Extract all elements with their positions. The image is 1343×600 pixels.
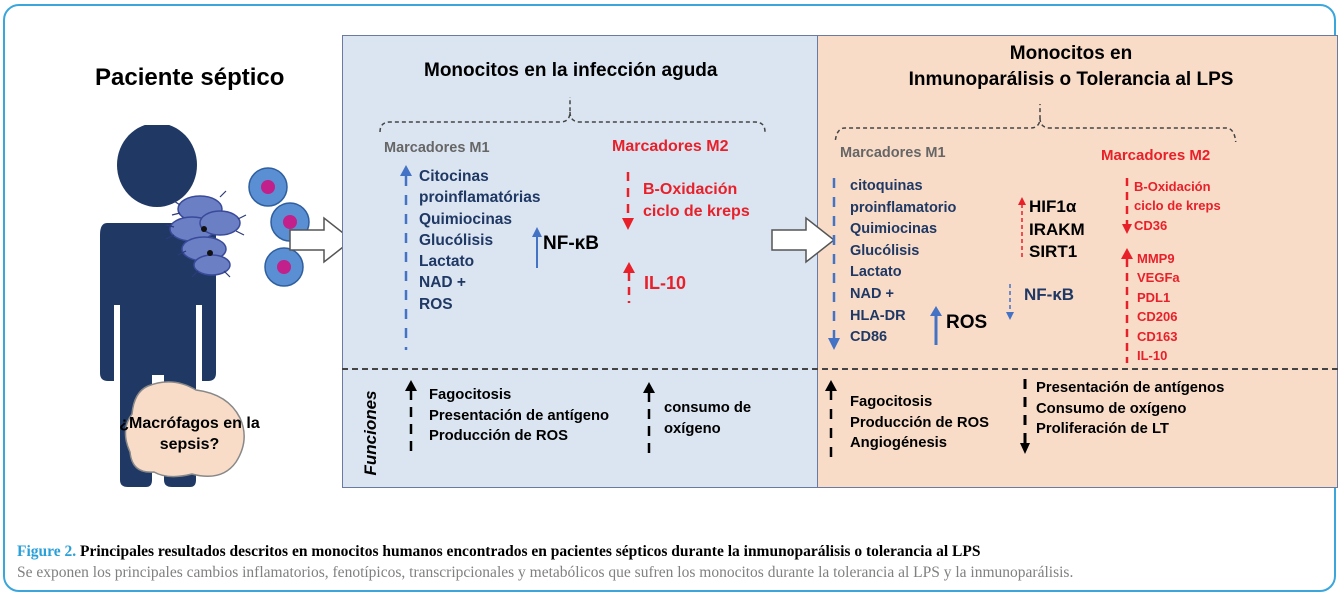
list-item: Lactato [850, 264, 902, 281]
tolerance-m1-down-arrow-icon [828, 178, 840, 350]
list-item: B-Oxidación [1134, 179, 1211, 194]
list-item: Consumo de oxígeno [1036, 400, 1187, 417]
list-item: NAD + [419, 274, 466, 292]
list-item: Presentación de antígeno [429, 407, 610, 424]
tolerance-ros: ROS [946, 312, 988, 333]
caption-title-text: Principales resultados descritos en mono… [80, 543, 981, 560]
acute-m1-label: Marcadores M1 [384, 140, 490, 156]
acute-nfkb: NF-κB [543, 233, 599, 254]
list-item: consumo de [664, 400, 752, 416]
list-item: VEGFa [1137, 270, 1180, 286]
monocyte-cluster [165, 167, 310, 287]
arrow-to-acute-icon [289, 216, 354, 264]
list-item: B-Oxidación [643, 181, 738, 198]
tolerance-func-right: Presentación de antígenos Consumo de oxí… [1036, 378, 1224, 440]
list-item: Producción de ROS [850, 414, 989, 431]
ros-up-arrow-icon [930, 306, 942, 345]
list-item: Glucólisis [850, 242, 920, 259]
list-item: NAD + [850, 285, 894, 302]
list-item: Glucólisis [419, 231, 494, 249]
acute-func-up-arrow-icon [405, 380, 417, 458]
tolerance-nfkb: NF-κB [1024, 285, 1075, 304]
caption-body: Se exponen los principales cambios infla… [17, 564, 1074, 581]
nfkb-down-arrow-icon [1006, 284, 1014, 320]
acute-func-right-arrow-icon [643, 382, 655, 460]
acute-bracket [379, 97, 766, 133]
hif-up-arrow-icon [1018, 197, 1026, 260]
m2-down-arrow-icon [1122, 178, 1132, 234]
functions-label: Funciones [361, 390, 380, 476]
m2-up-arrow-icon [1121, 248, 1133, 363]
acute-m1-list: Citocinas proinflamatórias Quimiocinas G… [419, 166, 540, 315]
list-item: proinflamatórias [419, 189, 541, 207]
list-item: Angiogénesis [850, 435, 948, 451]
tolerance-m2-label: Marcadores M2 [1101, 147, 1211, 164]
tolerance-title: Monocitos en Inmunoparálisis o Toleranci… [861, 41, 1281, 93]
acute-m2-list: B-Oxidación ciclo de kreps [643, 179, 750, 222]
arrow-to-tolerance-icon [771, 216, 836, 264]
list-item: IL-10 [1137, 348, 1168, 364]
list-item: Fagocitosis [850, 394, 933, 410]
list-item: MMP9 [1137, 251, 1175, 266]
list-item: Citocinas [419, 168, 489, 185]
tolerance-m2-bottom: MMP9 VEGFa PDL1 CD206 CD163 IL-10 [1137, 249, 1180, 365]
list-item: ROS [419, 295, 453, 313]
list-item: citoquinas [850, 178, 923, 194]
acute-il10: IL-10 [644, 273, 687, 293]
list-item: oxígeno [664, 420, 721, 437]
list-item: proinflamatorio [850, 199, 957, 216]
acute-func-list: Fagocitosis Presentación de antígeno Pro… [429, 385, 609, 447]
list-item: HLA-DR [850, 307, 906, 324]
tolerance-panel [817, 35, 1338, 488]
list-item: SIRT1 [1029, 242, 1078, 261]
list-item: CD206 [1137, 309, 1178, 325]
acute-m2-down-arrow-icon [622, 172, 634, 230]
list-item: CD86 [850, 329, 888, 346]
tolerance-bracket [834, 104, 1237, 142]
tolerance-func-up-arrow-icon [825, 380, 837, 458]
list-item: CD163 [1137, 328, 1178, 344]
list-item: Quimiocinas [419, 210, 513, 228]
tolerance-func-down-arrow-icon [1020, 379, 1030, 454]
acute-m1-up-arrow-icon [400, 165, 412, 350]
acute-panel [342, 35, 818, 488]
il10-up-arrow-icon [623, 262, 635, 303]
list-item: IRAKM [1029, 219, 1085, 239]
tolerance-title-line2: Inmunoparálisis o Tolerancia al LPS [908, 69, 1234, 90]
list-item: Presentación de antígenos [1036, 380, 1225, 396]
monocyte-cell [248, 167, 288, 207]
list-item: HIF1α [1029, 197, 1077, 216]
list-item: ciclo de kreps [1134, 198, 1221, 214]
acute-title: Monocitos en la infección aguda [424, 60, 718, 81]
list-item: Proliferación de LT [1036, 421, 1169, 437]
list-item: Lactato [419, 253, 475, 271]
tolerance-center-list: HIF1α IRAKM SIRT1 [1029, 196, 1085, 264]
monocyte-cell [264, 247, 304, 287]
patient-head [117, 125, 197, 207]
tolerance-func-list: Fagocitosis Producción de ROS Angiogénes… [850, 392, 989, 454]
tolerance-m1-label: Marcadores M1 [840, 145, 946, 161]
list-item: Fagocitosis [429, 387, 512, 403]
macrophage-blob [124, 381, 245, 478]
tolerance-m2-top: B-Oxidación ciclo de kreps CD36 [1134, 177, 1221, 235]
blob-text: ¿Macrófagos en la sepsis? [119, 415, 260, 453]
list-item: Producción de ROS [429, 428, 568, 444]
list-item: ciclo de kreps [643, 202, 750, 220]
functions-divider [342, 368, 1338, 370]
nfkb-up-arrow-icon [532, 227, 542, 268]
tolerance-m1-list: citoquinas proinflamatorio Quimiocinas G… [850, 176, 956, 349]
tolerance-title-line1: Monocitos en [1009, 43, 1133, 64]
macrophage-cluster [165, 190, 247, 278]
patient-title: Paciente séptico [95, 64, 285, 91]
list-item: Quimiocinas [850, 221, 938, 238]
caption-title: Figure 2. Principales resultados descrit… [17, 543, 980, 561]
figure-label: Figure 2. [17, 543, 77, 560]
acute-m2-label: Marcadores M2 [612, 138, 729, 155]
list-item: PDL1 [1137, 289, 1171, 305]
acute-func-right: consumo de oxígeno [664, 398, 751, 439]
list-item: CD36 [1134, 217, 1168, 233]
functions-label-box: Funciones [360, 377, 382, 487]
